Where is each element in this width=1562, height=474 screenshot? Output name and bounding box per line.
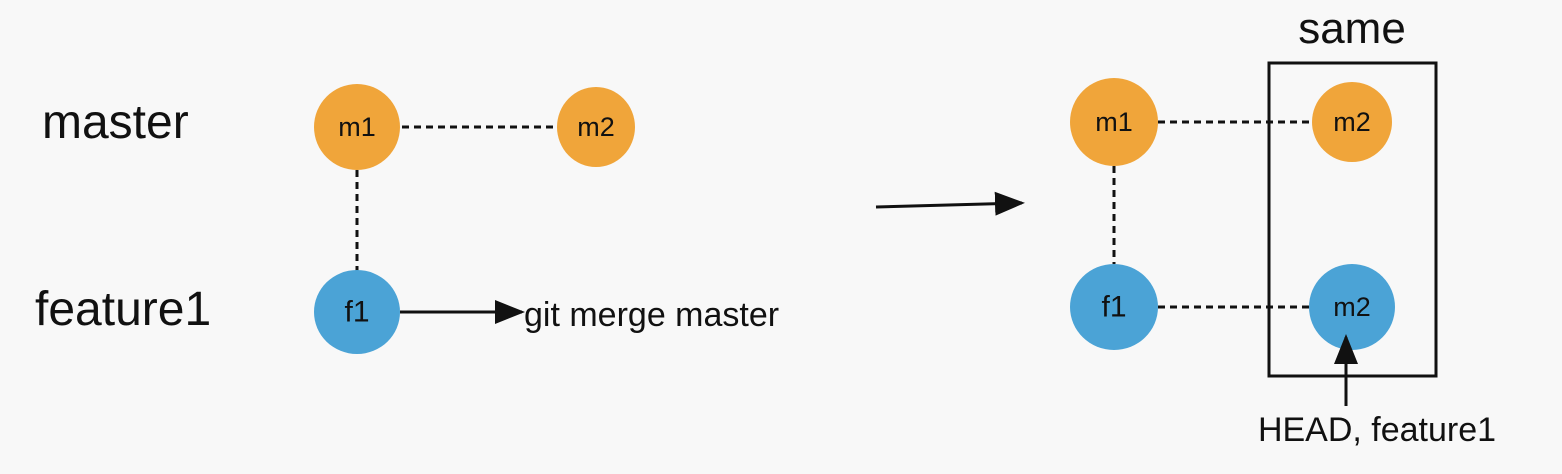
commit-label-m2: m2 <box>577 112 615 142</box>
commit-label-f1-after: f1 <box>1101 291 1126 324</box>
commit-label-m2-feature-after: m2 <box>1333 292 1371 322</box>
commit-label-m1: m1 <box>338 112 376 142</box>
commit-node-m1-after <box>1070 78 1158 166</box>
head-pointer-label: HEAD, feature1 <box>1258 411 1496 449</box>
commit-node-m2-feature-after <box>1309 264 1395 350</box>
same-commit-box <box>1267 61 1438 378</box>
feature1-branch-label: feature1 <box>35 283 211 336</box>
git-merge-command: git merge master <box>524 296 779 334</box>
master-branch-label: master <box>42 96 189 149</box>
commit-label-m2-master-after: m2 <box>1333 107 1371 137</box>
commit-node-f1 <box>314 270 400 354</box>
commit-node-m1 <box>314 84 400 170</box>
commit-node-f1-after <box>1070 264 1158 350</box>
transition-arrow <box>875 191 1025 216</box>
before-merge-graph: m1 m2 f1 git merge master <box>314 84 779 354</box>
commit-label-m1-after: m1 <box>1095 107 1133 137</box>
same-box-title: same <box>1298 4 1406 53</box>
commit-label-f1: f1 <box>344 296 369 329</box>
commit-node-m2 <box>557 87 635 167</box>
commit-node-m2-master-after <box>1312 82 1392 162</box>
after-merge-graph: same m1 m2 f1 m2 HEAD, feature1 <box>1070 4 1496 449</box>
